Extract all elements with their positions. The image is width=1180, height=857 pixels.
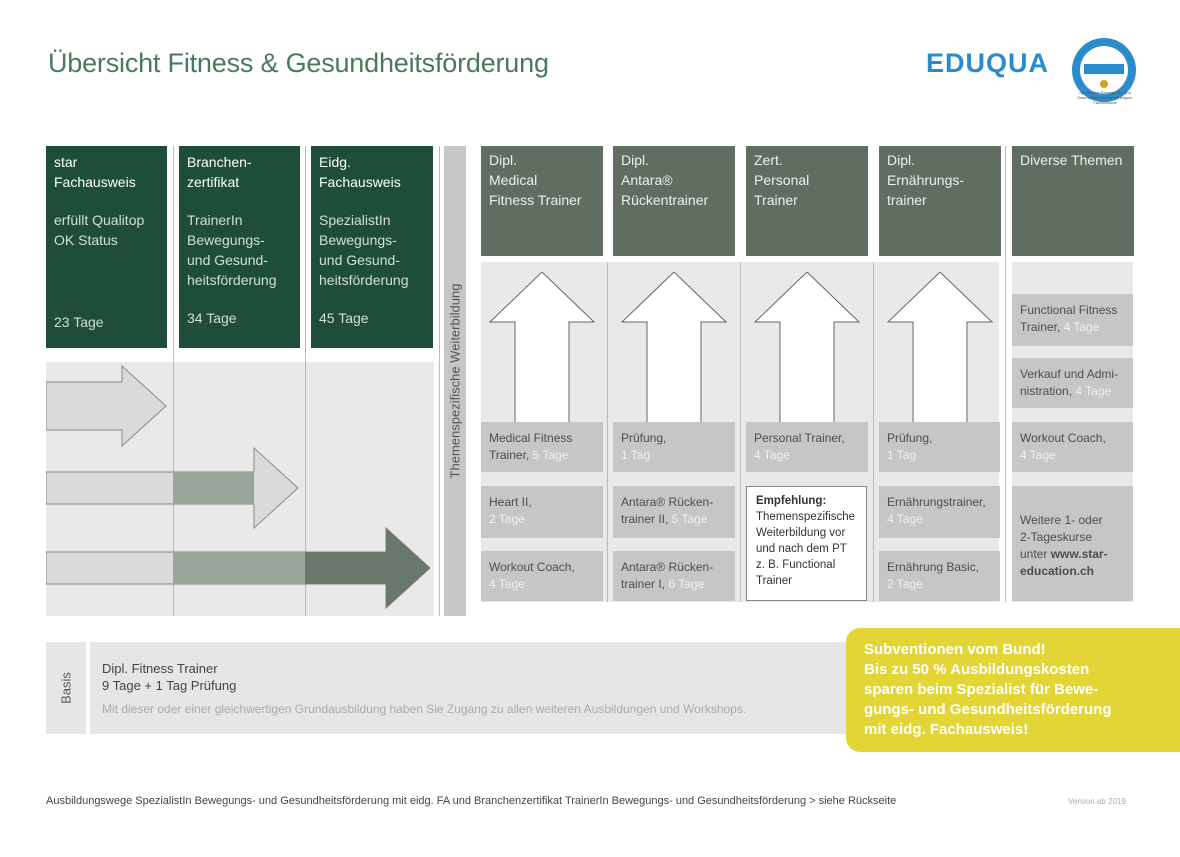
- vertical-label-text: Themenspezifische Weiterbildung: [447, 283, 463, 479]
- column-subtitle: erfüllt Qualitop OK Status: [54, 212, 145, 248]
- up-arrow-icon: [887, 272, 993, 424]
- eduqua-logo: EDUQUA: [926, 48, 1050, 78]
- module-name: Ernährungstrainer,: [887, 495, 986, 509]
- recommendation-text: Themenspezifische Weiterbildung vor und …: [756, 511, 856, 587]
- subvention-badge: Subventionen vom Bund! Bis zu 50 % Ausbi…: [846, 628, 1180, 752]
- module-box: Ernährungstrainer, 4 Tage: [879, 486, 1000, 538]
- basis-course: Dipl. Fitness Trainer 9 Tage + 1 Tag Prü…: [102, 660, 236, 694]
- module-days: 2 Tage: [887, 577, 923, 591]
- module-days: 6 Tage: [668, 577, 705, 591]
- module-days: 4 Tage: [1020, 448, 1056, 462]
- column-title: Branchen- zertifikat: [187, 154, 252, 190]
- column-eidg-fachausweis: Eidg. Fachausweis SpezialistIn Bewegungs…: [311, 146, 433, 348]
- column-personal-trainer: Zert. Personal Trainer: [746, 146, 868, 256]
- module-name: Ernährung Basic,: [887, 560, 980, 574]
- module-box: Antara® Rücken- trainer I, 6 Tage: [613, 551, 735, 601]
- more-courses-text: Weitere 1- oder 2-Tageskurse unter: [1020, 513, 1103, 561]
- column-divider: [173, 146, 174, 616]
- module-name: Antara® Rücken- trainer II,: [621, 495, 714, 526]
- recommendation-title: Empfehlung:: [756, 495, 827, 507]
- subvention-title: Subventionen vom Bund!: [864, 641, 1046, 658]
- module-days: 2 Tage: [489, 512, 525, 526]
- module-days: 1 Tag: [887, 448, 917, 462]
- up-arrow-icon: [754, 272, 860, 424]
- module-days: 4 Tage: [887, 512, 923, 526]
- column-title: star Fachausweis: [54, 154, 136, 190]
- module-days: 1 Tag: [621, 448, 651, 462]
- module-days: 4 Tage: [754, 448, 790, 462]
- column-divider: [740, 262, 741, 602]
- module-name: Heart II,: [489, 495, 532, 509]
- arrow-branchenzertifikat: [46, 446, 299, 530]
- module-box: Personal Trainer, 4 Tage: [746, 422, 868, 472]
- module-name: Prüfung,: [887, 431, 933, 445]
- vertical-label-weiterbildung: Themenspezifische Weiterbildung: [444, 146, 466, 616]
- column-divider: [873, 262, 874, 602]
- module-days: 4 Tage: [1063, 320, 1100, 334]
- module-box: Functional Fitness Trainer, 4 Tage: [1012, 294, 1133, 346]
- basis-label: Basis: [58, 672, 74, 704]
- basis-label-column: Basis: [46, 642, 86, 734]
- module-box: Workout Coach, 4 Tage: [481, 551, 603, 601]
- certification-seal-icon: [1072, 38, 1136, 102]
- module-box: Heart II, 2 Tage: [481, 486, 603, 538]
- footer-text: Ausbildungswege SpezialistIn Bewegungs- …: [46, 795, 897, 807]
- module-name: Personal Trainer,: [754, 431, 845, 445]
- more-courses-box: Weitere 1- oder 2-Tageskurse unter www.s…: [1012, 486, 1133, 601]
- basis-title: Dipl. Fitness Trainer: [102, 661, 218, 676]
- column-medical-fitness: Dipl. Medical Fitness Trainer: [481, 146, 603, 256]
- module-box: Prüfung, 1 Tag: [613, 422, 735, 472]
- column-antara: Dipl. Antara® Rückentrainer: [613, 146, 735, 256]
- seal-caption: Spezifische Bewegungs- und Gesundheitsbi…: [1076, 90, 1134, 105]
- module-name: Functional Fitness Trainer,: [1020, 303, 1118, 334]
- basis-duration: 9 Tage + 1 Tag Prüfung: [102, 678, 237, 693]
- column-title: Eidg. Fachausweis: [319, 154, 401, 190]
- version-label: Version ab 2019: [1068, 797, 1126, 806]
- module-box: Verkauf und Admi- nistration, 4 Tage: [1012, 358, 1133, 408]
- column-branchenzertifikat: Branchen- zertifikat TrainerIn Bewegungs…: [179, 146, 300, 348]
- module-days: 4 Tage: [489, 577, 525, 591]
- up-arrow-icon: [621, 272, 727, 424]
- column-subtitle: TrainerIn Bewegungs- und Gesund- heitsfö…: [187, 212, 277, 288]
- progress-arrows: [46, 364, 431, 610]
- column-divider: [305, 146, 306, 616]
- module-name: Workout Coach,: [1020, 431, 1106, 445]
- module-name: Medical Fitness Trainer,: [489, 431, 573, 462]
- module-box: Medical Fitness Trainer, 5 Tage: [481, 422, 603, 472]
- column-star-fachausweis: star Fachausweis erfüllt Qualitop OK Sta…: [46, 146, 167, 348]
- recommendation-box: Empfehlung: Themenspezifische Weiterbild…: [746, 486, 867, 601]
- module-days: 5 Tage: [532, 448, 569, 462]
- module-days: 4 Tage: [1075, 384, 1112, 398]
- module-name: Prüfung,: [621, 431, 667, 445]
- up-arrow-icon: [489, 272, 595, 424]
- column-divider: [607, 262, 608, 602]
- column-divider: [1005, 146, 1006, 602]
- subvention-text: Bis zu 50 % Ausbildungskosten sparen bei…: [864, 661, 1112, 738]
- module-box: Prüfung, 1 Tag: [879, 422, 1000, 472]
- column-days: 23 Tage: [54, 314, 104, 330]
- module-box: Ernährung Basic, 2 Tage: [879, 551, 1000, 601]
- module-box: Workout Coach, 4 Tage: [1012, 422, 1133, 472]
- column-subtitle: SpezialistIn Bewegungs- und Gesund- heit…: [319, 212, 409, 288]
- module-box: Antara® Rücken- trainer II, 5 Tage: [613, 486, 735, 538]
- column-days: 45 Tage: [319, 310, 369, 326]
- basis-note: Mit dieser oder einer gleichwertigen Gru…: [102, 702, 747, 716]
- arrow-eidg-fachausweis: [46, 526, 431, 610]
- column-days: 34 Tage: [187, 310, 237, 326]
- column-divider: [439, 146, 440, 616]
- module-name: Antara® Rücken- trainer I,: [621, 560, 714, 591]
- more-courses-link[interactable]: www.star- education.ch: [1020, 547, 1108, 578]
- module-name: Workout Coach,: [489, 560, 575, 574]
- arrow-star-fachausweis: [46, 364, 167, 448]
- module-days: 5 Tage: [671, 512, 708, 526]
- basis-divider: [86, 642, 90, 734]
- column-diverse: Diverse Themen: [1012, 146, 1134, 256]
- page-title: Übersicht Fitness & Gesundheitsförderung: [48, 48, 549, 78]
- module-name: Verkauf und Admi- nistration,: [1020, 367, 1119, 398]
- column-ernaehrung: Dipl. Ernährungs- trainer: [879, 146, 1001, 256]
